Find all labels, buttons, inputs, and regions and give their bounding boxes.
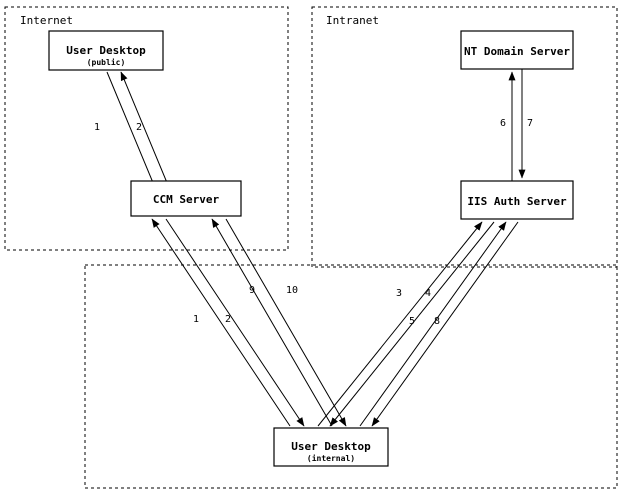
flow-line-10 [225, 218, 347, 427]
step-label-1-public: 1 [94, 122, 100, 133]
flow-line-3 [317, 221, 483, 427]
zone-intranet-group: Intranet [311, 6, 618, 268]
node-nt-domain-server[interactable]: NT Domain Server [460, 30, 574, 70]
step-label-2-internal: 2 [225, 314, 231, 325]
step-label-4: 4 [425, 288, 431, 299]
node-user-desktop-public[interactable]: User Desktop (public) [48, 30, 164, 71]
step-label-9: 9 [249, 285, 255, 296]
node-user-desktop-internal-title: User Desktop [291, 440, 371, 453]
step-label-2-public: 2 [136, 122, 142, 133]
step-label-5: 5 [409, 316, 415, 327]
node-iis-auth-server-title: IIS Auth Server [467, 195, 567, 208]
zone-internet-boundary [4, 6, 289, 251]
flow-line-8 [371, 221, 519, 427]
flow-line-4 [329, 221, 495, 427]
node-iis-auth-server-box[interactable] [460, 180, 574, 220]
node-ccm-server[interactable]: CCM Server [130, 180, 242, 217]
node-user-desktop-public-title: User Desktop [66, 44, 146, 57]
step-label-10: 10 [286, 285, 298, 296]
flow-line-9 [211, 218, 333, 427]
step-label-3: 3 [396, 288, 402, 299]
zone-intranet-label: Intranet [326, 14, 379, 27]
node-iis-auth-server[interactable]: IIS Auth Server [460, 180, 574, 220]
zone-intranet-boundary [311, 6, 618, 268]
node-user-desktop-public-subtitle: (public) [87, 57, 126, 67]
zone-internet-label: Internet [20, 14, 73, 27]
flow-line-1-internal [151, 218, 291, 427]
flow-line-5 [359, 221, 507, 427]
node-user-desktop-internal-subtitle: (internal) [307, 453, 355, 463]
node-user-desktop-internal[interactable]: User Desktop (internal) [273, 427, 389, 467]
node-nt-domain-server-box[interactable] [460, 30, 574, 70]
zone-internal-group [84, 264, 618, 489]
step-label-7: 7 [527, 118, 533, 129]
node-nt-domain-server-title: NT Domain Server [464, 45, 570, 58]
node-user-desktop-internal-box[interactable] [273, 427, 389, 467]
step-label-6: 6 [500, 118, 506, 129]
node-user-desktop-public-box[interactable] [48, 30, 164, 71]
zone-internal-boundary [84, 264, 618, 489]
node-ccm-server-title: CCM Server [153, 193, 220, 206]
flow-line-2-internal [165, 218, 305, 427]
node-ccm-server-box[interactable] [130, 180, 242, 217]
zone-internet-group: Internet [4, 6, 289, 251]
step-label-1-internal: 1 [193, 314, 199, 325]
step-label-8: 8 [434, 316, 440, 327]
